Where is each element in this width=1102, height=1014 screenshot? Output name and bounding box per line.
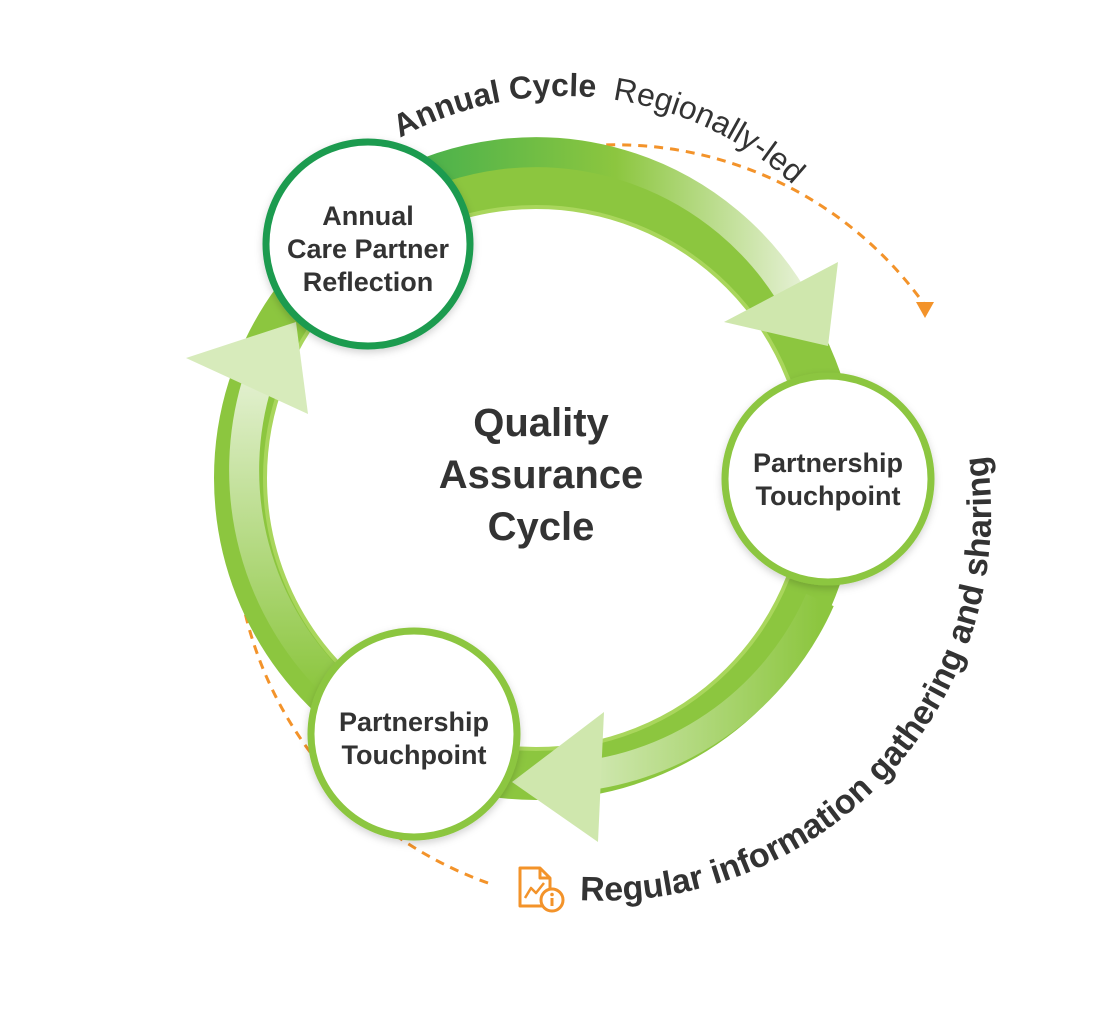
node-touchpoint-left-line1: Partnership: [339, 707, 489, 737]
dashed-arc-arrowhead: [916, 302, 934, 318]
arrow-band-left: [229, 375, 351, 701]
center-title-line2: Assurance: [439, 453, 644, 497]
arc-label-annual-cycle-bold: Annual Cycle: [387, 67, 598, 144]
node-annual-line2: Care Partner: [287, 234, 450, 264]
node-touchpoint-right-line1: Partnership: [753, 448, 903, 478]
center-title-line3: Cycle: [488, 505, 595, 549]
arrowhead-top-right: [724, 262, 838, 346]
node-annual-reflection: Annual Care Partner Reflection: [262, 138, 474, 350]
document-info-icon: [518, 866, 565, 913]
arrowhead-bottom: [512, 712, 604, 842]
arrowhead-left: [186, 322, 308, 414]
node-touchpoint-left-line2: Touchpoint: [342, 740, 487, 770]
node-touchpoint-right-line2: Touchpoint: [756, 481, 901, 511]
node-touchpoint-left: Partnership Touchpoint: [307, 627, 521, 841]
arrow-band-bottom: [559, 593, 834, 793]
node-annual-line1: Annual: [322, 201, 414, 231]
center-title: Quality Assurance Cycle: [439, 401, 644, 549]
center-title-line1: Quality: [473, 401, 609, 445]
node-touchpoint-right: Partnership Touchpoint: [721, 372, 935, 586]
node-annual-line3: Reflection: [303, 267, 434, 297]
arrow-band-top: [382, 137, 814, 318]
